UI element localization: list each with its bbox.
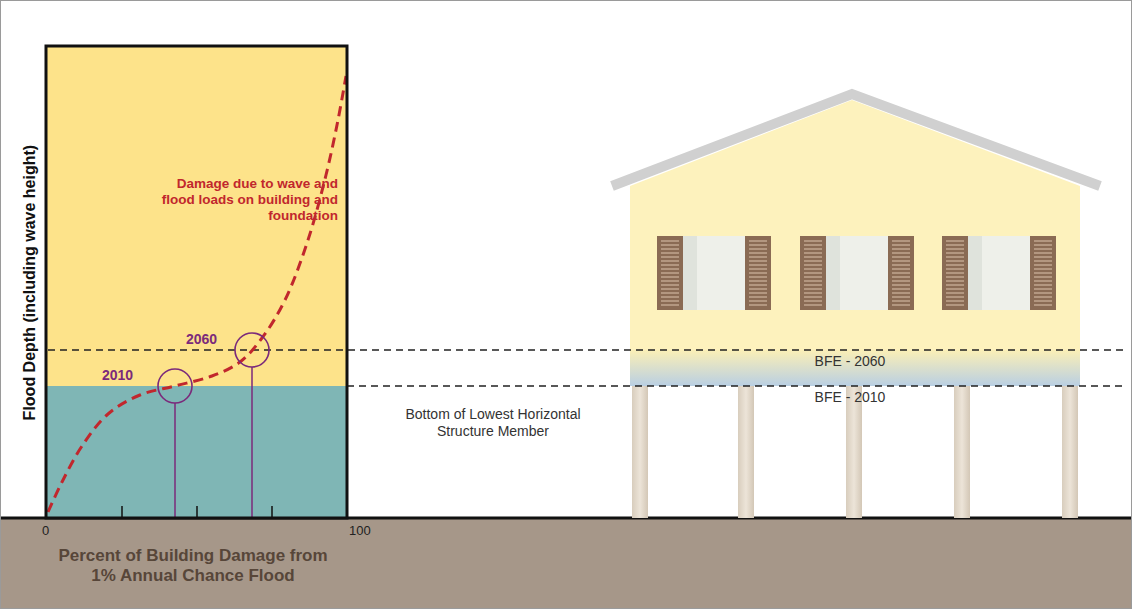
member-label: Bottom of Lowest Horizontal Structure Me… <box>384 406 602 440</box>
bfe-label: BFE - 2060 <box>780 353 920 370</box>
x-axis-title: Percent of Building Damage from 1% Annua… <box>50 546 336 587</box>
year-label: 2060 <box>186 331 217 348</box>
tick-label: 0 <box>42 523 49 539</box>
chart-frame <box>46 46 347 518</box>
tick-label: 100 <box>349 523 371 539</box>
bfe-2060-line <box>48 349 1127 351</box>
house-wall <box>630 100 1080 386</box>
curve-label: Damage due to wave and flood loads on bu… <box>160 176 338 225</box>
roof <box>612 94 1100 186</box>
marker-circle <box>235 333 269 367</box>
axis-ticks <box>122 506 272 518</box>
guide-line <box>251 367 253 518</box>
damage-curve <box>48 76 346 512</box>
year-label: 2010 <box>102 367 133 384</box>
y-axis-title: Flood Depth (including wave height) <box>20 62 39 502</box>
above-flood-zone <box>46 46 347 386</box>
below-flood-zone <box>46 386 347 518</box>
bfe-label: BFE - 2010 <box>780 389 920 406</box>
flood-band <box>630 350 1080 386</box>
marker-circle <box>158 369 192 403</box>
ground <box>0 518 1132 609</box>
guide-line <box>174 403 176 518</box>
bfe-2010-line <box>347 385 1127 387</box>
windows <box>657 236 1056 310</box>
piles <box>632 386 1078 518</box>
